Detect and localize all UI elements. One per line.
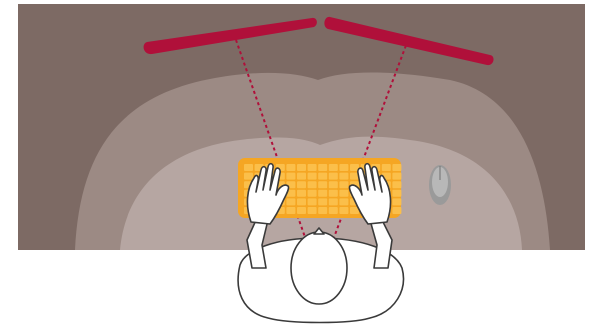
keyboard-key (318, 190, 327, 197)
keyboard-key (392, 198, 401, 205)
keyboard-key (297, 198, 306, 205)
keyboard-key (297, 181, 306, 188)
keyboard-key (392, 181, 401, 188)
keyboard-key (297, 207, 306, 214)
keyboard-key (329, 198, 338, 205)
keyboard-key (297, 190, 306, 197)
keyboard-key (329, 173, 338, 180)
keyboard-key (297, 164, 306, 171)
keyboard-key (286, 207, 295, 214)
keyboard-key (308, 190, 317, 197)
keyboard-key (339, 173, 348, 180)
keyboard-key (318, 181, 327, 188)
mouse (429, 165, 451, 205)
keyboard-key (339, 198, 348, 205)
keyboard-key (382, 164, 391, 171)
user-head (291, 232, 347, 304)
keyboard-key (308, 173, 317, 180)
keyboard-key (392, 173, 401, 180)
keyboard-key (339, 164, 348, 171)
keyboard-key (339, 190, 348, 197)
keyboard-key (318, 164, 327, 171)
keyboard-key (339, 181, 348, 188)
keyboard-key (308, 207, 317, 214)
keyboard-key (318, 198, 327, 205)
keyboard-key (329, 207, 338, 214)
keyboard-key (392, 207, 401, 214)
keyboard-key (329, 164, 338, 171)
keyboard-key (318, 207, 327, 214)
keyboard-key (286, 164, 295, 171)
keyboard-key (392, 164, 401, 171)
keyboard-key (318, 173, 327, 180)
keyboard-key (329, 181, 338, 188)
keyboard-key (244, 173, 253, 180)
keyboard-key (286, 173, 295, 180)
keyboard-key (308, 181, 317, 188)
keyboard-key (339, 207, 348, 214)
keyboard-key (329, 190, 338, 197)
keyboard-key (308, 198, 317, 205)
keyboard-key (286, 198, 295, 205)
keyboard-key (244, 164, 253, 171)
keyboard-key (308, 164, 317, 171)
keyboard-key (392, 190, 401, 197)
keyboard-key (297, 173, 306, 180)
